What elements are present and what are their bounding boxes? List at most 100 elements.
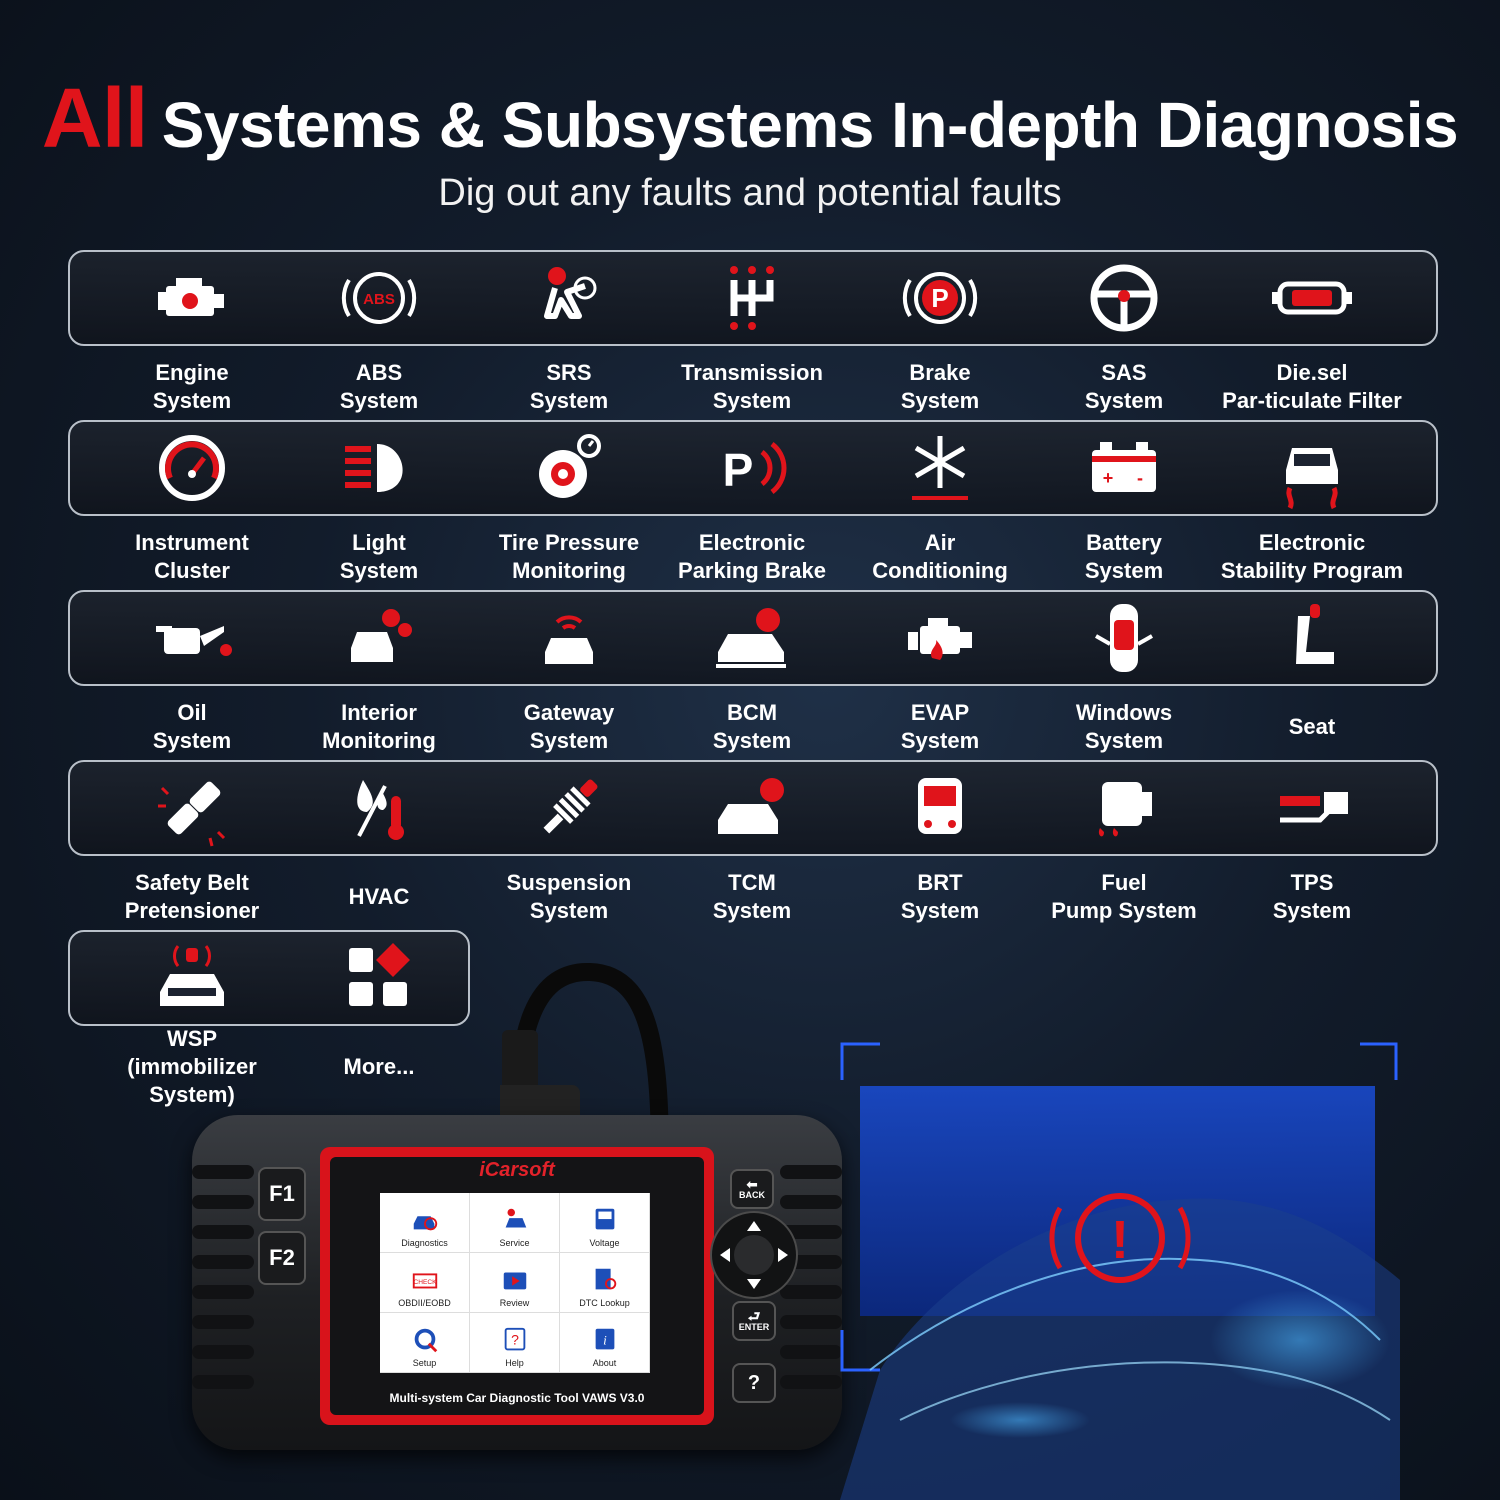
throttle-icon [1280, 792, 1348, 823]
seat-icon [1296, 604, 1334, 664]
enter-label: ENTER [738, 1322, 770, 1332]
car-top-icon [1095, 604, 1153, 672]
f2-button[interactable]: F2 [258, 1231, 306, 1285]
system-label: Seat [1288, 714, 1336, 739]
parking-brake-icon: P [902, 272, 978, 324]
immobilizer-icon [160, 945, 224, 1006]
system-item: HVAC [284, 766, 474, 930]
system-item: Gateway System [474, 596, 664, 760]
abs-icon: ABS [341, 272, 417, 324]
esp-icon [1286, 448, 1338, 510]
menu-tile[interactable]: ?Help [470, 1313, 560, 1373]
system-label: SRS System [529, 360, 609, 413]
dpad[interactable] [710, 1211, 798, 1299]
back-label: BACK [739, 1190, 765, 1200]
system-item: BCM System [657, 596, 847, 760]
svg-text:-: - [1137, 468, 1143, 488]
system-label: ABS System [339, 360, 419, 413]
system-item: More... [284, 936, 474, 1100]
car-search-icon [413, 1216, 437, 1231]
system-item: Electronic Stability Program [1217, 426, 1407, 590]
help-icon: ? [504, 1327, 525, 1351]
car-alert-icon [718, 778, 784, 834]
dtc-lookup-icon [595, 1268, 616, 1290]
menu-label: Setup [412, 1358, 437, 1368]
model-label: Multi-system Car Diagnostic Tool VAWS V3… [389, 1391, 645, 1405]
alert-warning-icon: ! [1049, 1193, 1191, 1283]
system-item: Safety Belt Pretensioner [97, 766, 287, 930]
help-button[interactable]: ? [732, 1363, 776, 1403]
system-label: Electronic Stability Program [1220, 530, 1404, 583]
system-item: Suspension System [474, 766, 664, 930]
setup-gear-icon [414, 1328, 437, 1353]
menu-tile[interactable]: Service [470, 1193, 560, 1253]
menu-label: Review [499, 1298, 530, 1308]
system-label: Tire Pressure Monitoring [498, 530, 640, 583]
alert-symbol: ! [1111, 1210, 1129, 1270]
voltmeter-icon [595, 1208, 614, 1230]
system-item: Die.sel Par-ticulate Filter [1217, 256, 1407, 420]
airbag-icon [544, 267, 597, 319]
headline-accent: All [41, 71, 148, 165]
menu-label: DTC Lookup [579, 1298, 630, 1308]
car-body-icon [716, 608, 786, 668]
menu-tile[interactable]: Setup [380, 1313, 470, 1373]
svg-text:ABS: ABS [363, 291, 395, 308]
enter-arrow-icon: ⮐ [747, 1308, 761, 1324]
system-item: EVAP System [845, 596, 1035, 760]
system-label: Fuel Pump System [1051, 870, 1197, 923]
system-item: WSP (immobilizer System) [97, 936, 287, 1107]
battery-icon: +- [1092, 442, 1156, 492]
more-grid-icon [349, 943, 410, 1006]
shock-absorber-icon [543, 779, 598, 834]
fuel-pump-icon [1098, 782, 1152, 837]
system-label: Engine System [152, 360, 232, 413]
system-item: Engine System [97, 256, 287, 420]
system-item: Instrument Cluster [97, 426, 287, 590]
system-item: +- Battery System [1029, 426, 1219, 590]
system-label: Safety Belt Pretensioner [124, 870, 260, 923]
svg-text:P: P [931, 283, 948, 313]
system-label: EVAP System [900, 700, 980, 753]
evap-icon [908, 618, 972, 660]
menu-tile[interactable]: Voltage [560, 1193, 650, 1253]
svg-text:CHECK: CHECK [413, 1279, 437, 1286]
system-item: Windows System [1029, 596, 1219, 760]
system-label: TCM System [712, 870, 792, 923]
menu-label: Voltage [589, 1238, 620, 1248]
car-hologram: ! [840, 1042, 1400, 1500]
system-label: Transmission System [681, 360, 823, 413]
enter-button[interactable]: ⮐ ENTER [732, 1301, 776, 1341]
system-item: TCM System [657, 766, 847, 930]
menu-tile[interactable]: DTC Lookup [560, 1253, 650, 1313]
menu-label: About [592, 1358, 617, 1368]
menu-label: Diagnostics [401, 1238, 448, 1248]
car-wifi-icon [545, 615, 593, 664]
system-label: BCM System [712, 700, 792, 753]
system-label: Electronic Parking Brake [678, 530, 826, 583]
dpf-icon [1272, 281, 1352, 315]
bus-icon [918, 778, 962, 834]
back-button[interactable]: ⬅ BACK [730, 1169, 774, 1209]
car-gear-icon [351, 609, 412, 662]
system-label: TPS System [1272, 870, 1352, 923]
menu-tile[interactable]: Diagnostics [380, 1193, 470, 1253]
system-label: Battery System [1084, 530, 1164, 583]
system-item: ABS ABS System [284, 256, 474, 420]
engine-icon [158, 278, 224, 316]
epb-icon: P [723, 442, 787, 496]
svg-text:i: i [603, 1333, 607, 1348]
f1-button[interactable]: F1 [258, 1167, 306, 1221]
system-label: Light System [339, 530, 419, 583]
system-label: Die.sel Par-ticulate Filter [1222, 360, 1402, 413]
review-icon [503, 1272, 526, 1290]
system-label: Oil System [152, 700, 232, 753]
menu-tile[interactable]: Review [470, 1253, 560, 1313]
oil-can-icon [156, 626, 232, 656]
